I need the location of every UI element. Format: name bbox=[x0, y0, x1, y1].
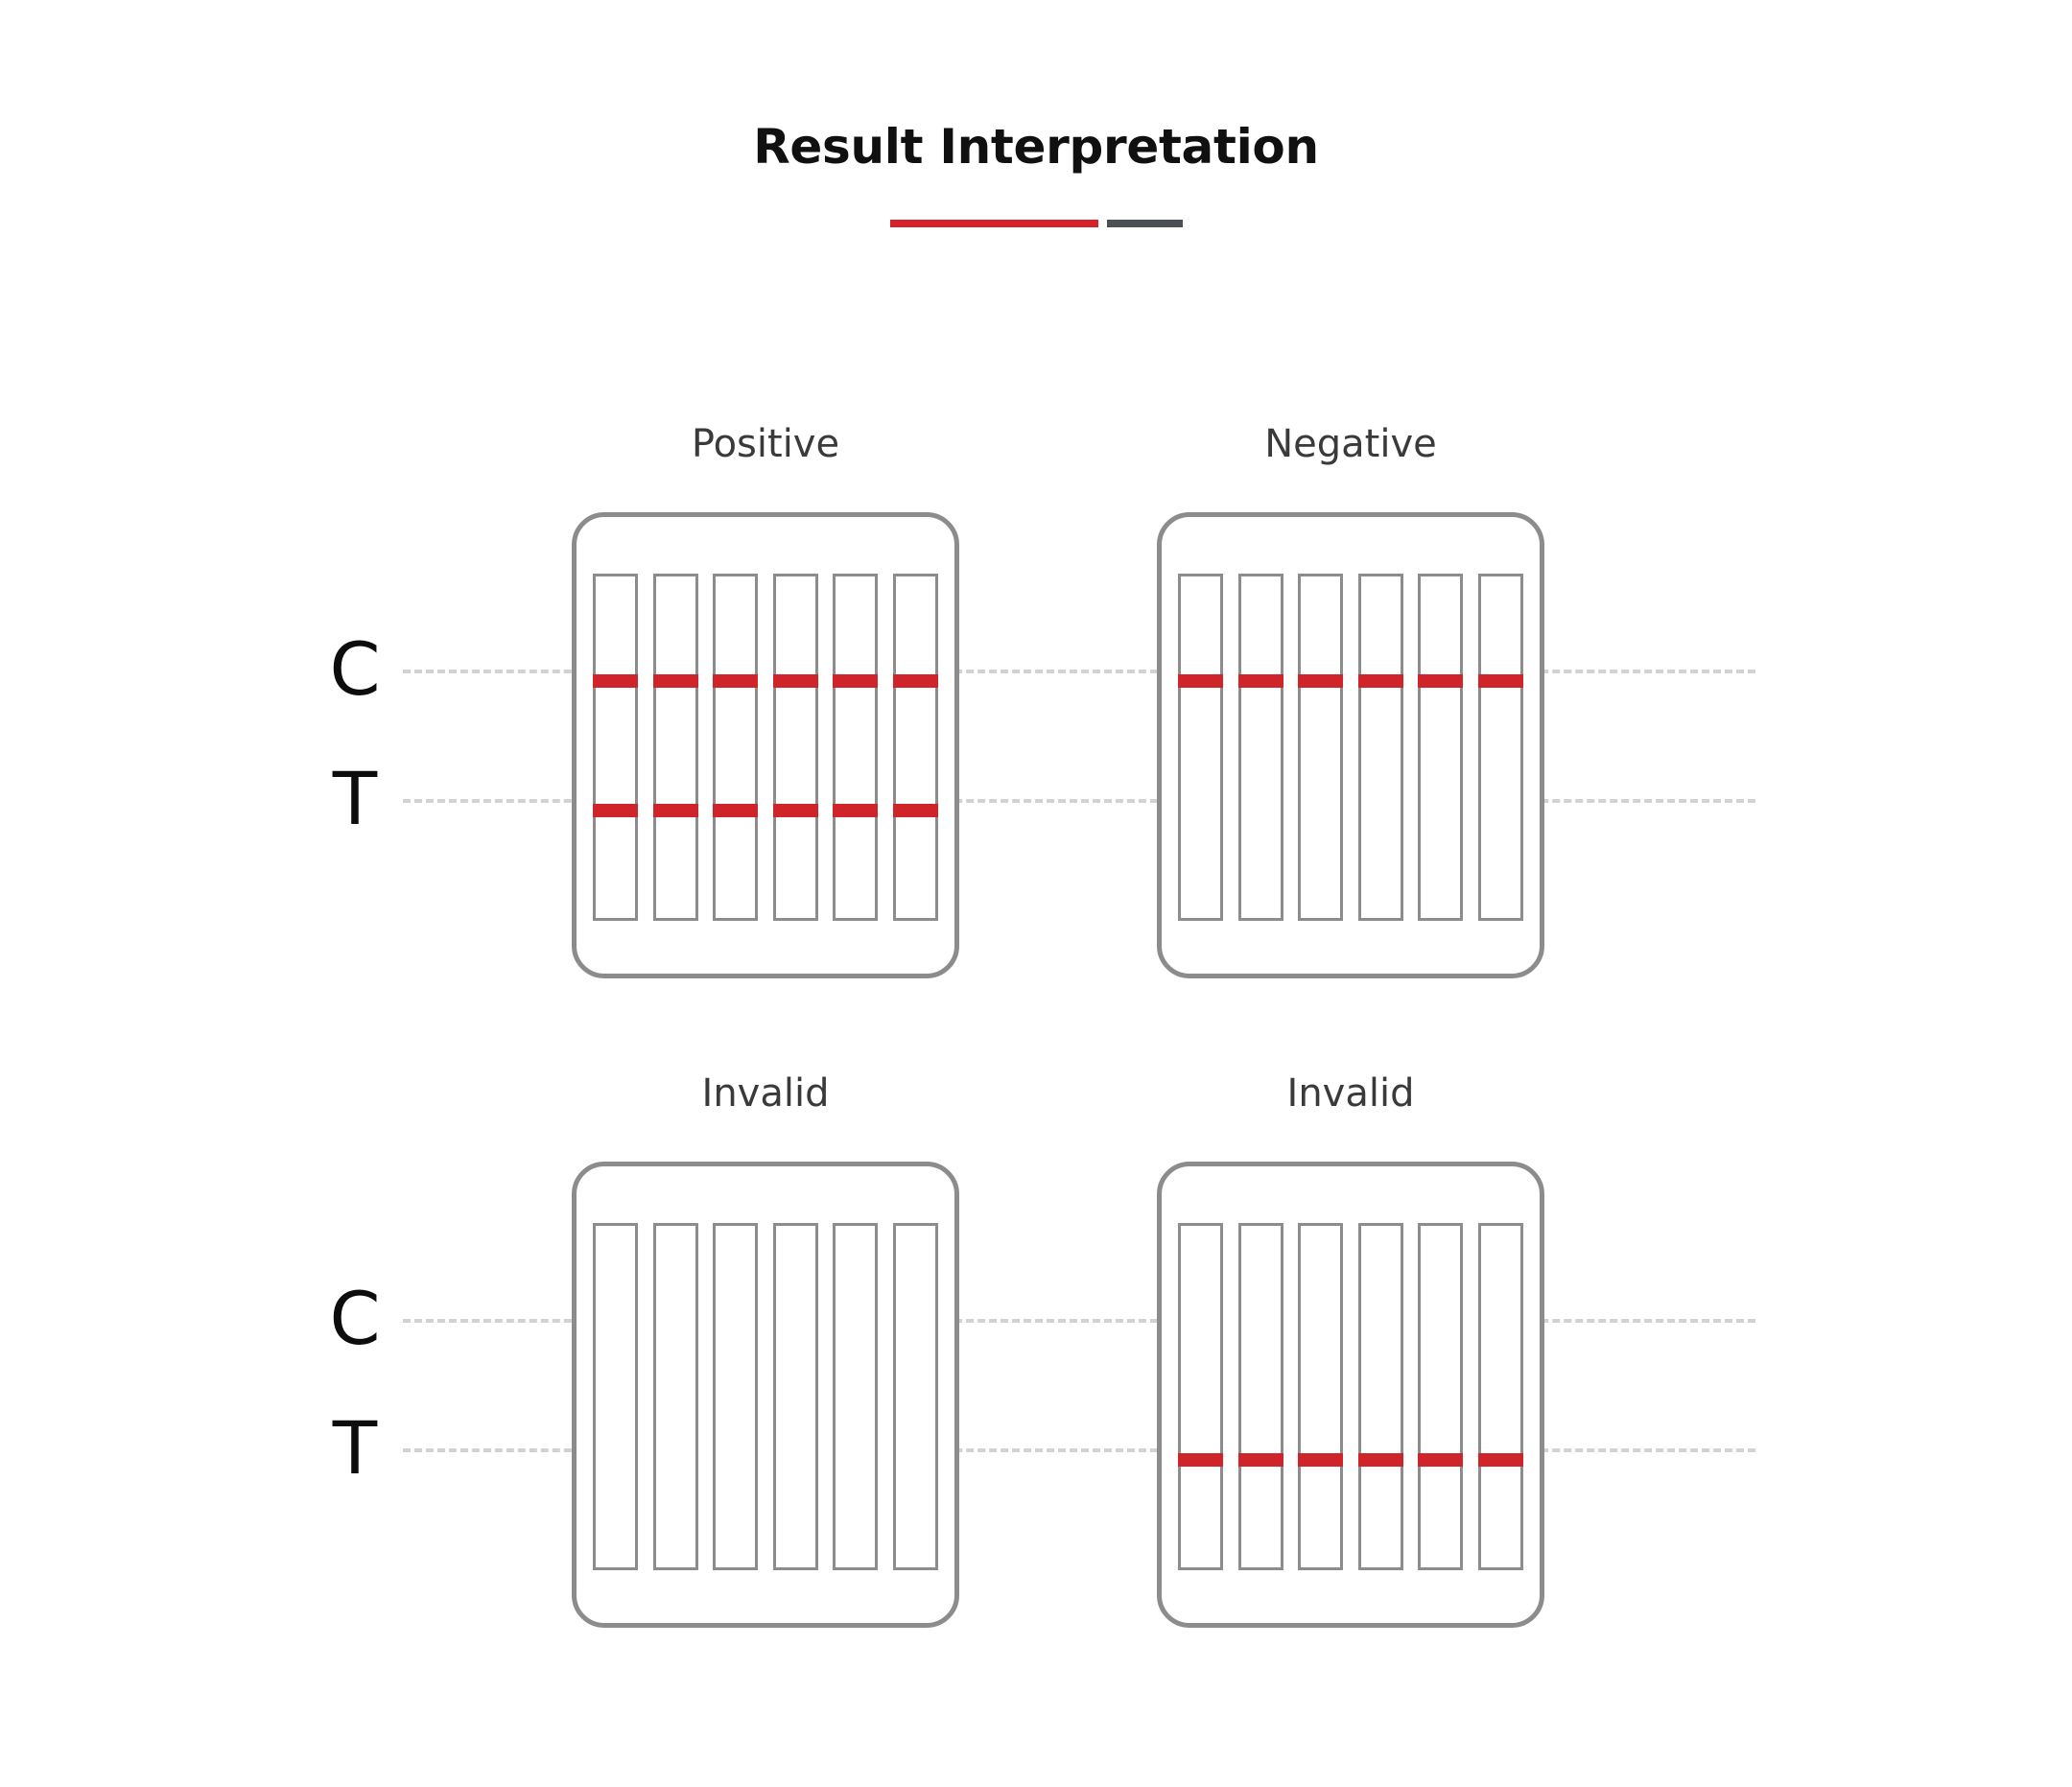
test-strip bbox=[593, 1223, 638, 1570]
page-title: Result Interpretation bbox=[753, 119, 1319, 175]
test-strip bbox=[1418, 1223, 1464, 1570]
divider-red-segment bbox=[889, 220, 1098, 227]
axis-label-test-row2: T bbox=[332, 1405, 378, 1491]
strip-window-group bbox=[593, 574, 938, 921]
page-header: Result Interpretation bbox=[0, 0, 2072, 227]
axis-label-control-row1: C bbox=[329, 626, 381, 712]
cassette-label-invalid-test-only: Invalid bbox=[1286, 1071, 1415, 1116]
cassette-negative bbox=[1157, 512, 1544, 978]
control-band bbox=[892, 674, 938, 688]
test-strip bbox=[772, 574, 818, 921]
cassette-invalid-no-lines bbox=[572, 1162, 959, 1628]
test-strip bbox=[833, 1223, 879, 1570]
test-band bbox=[1418, 1453, 1464, 1467]
cassette-invalid-test-only bbox=[1157, 1162, 1544, 1628]
cassette-label-invalid-no-lines: Invalid bbox=[701, 1071, 830, 1116]
test-strip bbox=[1477, 1223, 1523, 1570]
test-band bbox=[713, 804, 759, 817]
test-strip bbox=[713, 1223, 759, 1570]
control-band bbox=[1298, 674, 1344, 688]
control-band bbox=[772, 674, 818, 688]
divider-dark-segment bbox=[1106, 220, 1183, 227]
test-strip bbox=[772, 1223, 818, 1570]
control-band bbox=[1178, 674, 1223, 688]
test-band bbox=[1357, 1453, 1403, 1467]
test-strip bbox=[1178, 1223, 1223, 1570]
test-strip bbox=[1298, 574, 1344, 921]
title-divider bbox=[0, 220, 2072, 227]
control-band bbox=[652, 674, 698, 688]
test-strip bbox=[1357, 574, 1403, 921]
test-strip bbox=[892, 1223, 938, 1570]
test-strip bbox=[1298, 1223, 1344, 1570]
test-strip bbox=[892, 574, 938, 921]
test-band bbox=[1477, 1453, 1523, 1467]
control-band bbox=[1237, 674, 1283, 688]
control-band bbox=[593, 674, 638, 688]
control-band bbox=[1418, 674, 1464, 688]
strip-window-group bbox=[593, 1223, 938, 1570]
strip-window-group bbox=[1178, 1223, 1523, 1570]
test-band bbox=[892, 804, 938, 817]
guide-line-row2-control bbox=[403, 1319, 1755, 1323]
test-band bbox=[833, 804, 879, 817]
test-strip bbox=[1237, 1223, 1283, 1570]
control-band bbox=[1357, 674, 1403, 688]
cassette-label-positive: Positive bbox=[691, 422, 840, 466]
cassette-label-negative: Negative bbox=[1264, 422, 1437, 466]
cassette-positive bbox=[572, 512, 959, 978]
control-band bbox=[713, 674, 759, 688]
strip-window-group bbox=[1178, 574, 1523, 921]
test-strip bbox=[652, 574, 698, 921]
test-strip bbox=[713, 574, 759, 921]
test-strip bbox=[1418, 574, 1464, 921]
test-strip bbox=[593, 574, 638, 921]
test-strip bbox=[1237, 574, 1283, 921]
test-band bbox=[772, 804, 818, 817]
test-band bbox=[1298, 1453, 1344, 1467]
guide-line-row2-test bbox=[403, 1448, 1755, 1452]
test-strip bbox=[652, 1223, 698, 1570]
test-band bbox=[1178, 1453, 1223, 1467]
test-strip bbox=[1178, 574, 1223, 921]
axis-label-control-row2: C bbox=[329, 1276, 381, 1361]
test-strip bbox=[833, 574, 879, 921]
test-band bbox=[593, 804, 638, 817]
axis-label-test-row1: T bbox=[332, 756, 378, 841]
test-band bbox=[1237, 1453, 1283, 1467]
guide-line-row1-control bbox=[403, 670, 1755, 673]
guide-line-row1-test bbox=[403, 799, 1755, 803]
test-strip bbox=[1477, 574, 1523, 921]
control-band bbox=[833, 674, 879, 688]
control-band bbox=[1477, 674, 1523, 688]
test-band bbox=[652, 804, 698, 817]
test-strip bbox=[1357, 1223, 1403, 1570]
